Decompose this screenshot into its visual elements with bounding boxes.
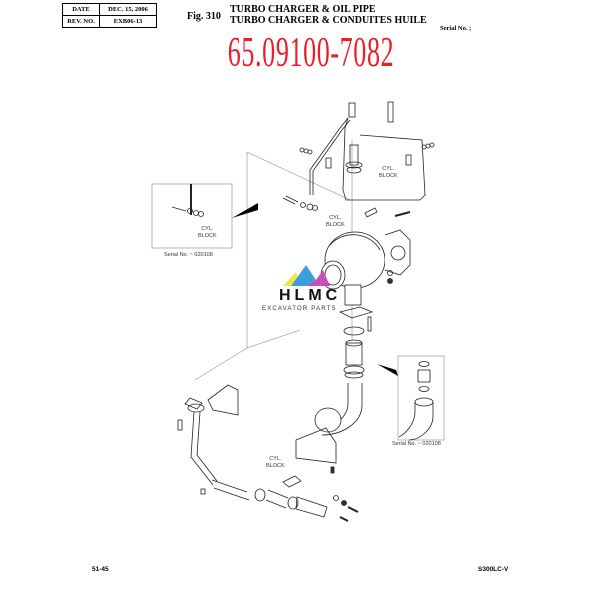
oil-drain-pipe <box>177 384 359 522</box>
inset-left <box>151 183 258 249</box>
rev-value: EXB06-13 <box>99 15 157 28</box>
serial-label: Serial No. ; <box>440 25 472 32</box>
leader-lines <box>194 140 353 381</box>
inset-right-caption: Serial No. ~ 020108 <box>392 441 441 447</box>
title-english: TURBO CHARGER & OIL PIPE <box>230 4 376 15</box>
cyl-block-label-drain: CYL. BLOCK <box>266 456 285 469</box>
cyl-block-label-upper-right: CYL. BLOCK <box>379 166 398 179</box>
turbocharger <box>320 229 411 306</box>
model-name: S300LC-V <box>478 566 509 573</box>
inset-right <box>377 355 445 441</box>
figure-number: Fig. 310 <box>187 11 221 22</box>
title-french: TURBO CHARGER & CONDUITES HUILE <box>230 15 427 26</box>
cyl-block-label-pipe: CYL. BLOCK <box>326 215 345 228</box>
watermark-tagline: EXCAVATOR PARTS <box>262 306 337 312</box>
rev-label: REV. NO. <box>62 15 100 28</box>
oil-feed-pipe <box>282 101 435 218</box>
watermark-brand: HLMC <box>279 287 342 304</box>
part-number: 65.09100-7082 <box>227 30 395 76</box>
outlet-parts <box>295 306 374 474</box>
page-number: 51-45 <box>92 566 109 573</box>
inset-left-caption: Serial No. ~ 020108 <box>164 252 213 258</box>
cyl-block-label-inset-left: CYL. BLOCK <box>198 226 217 239</box>
